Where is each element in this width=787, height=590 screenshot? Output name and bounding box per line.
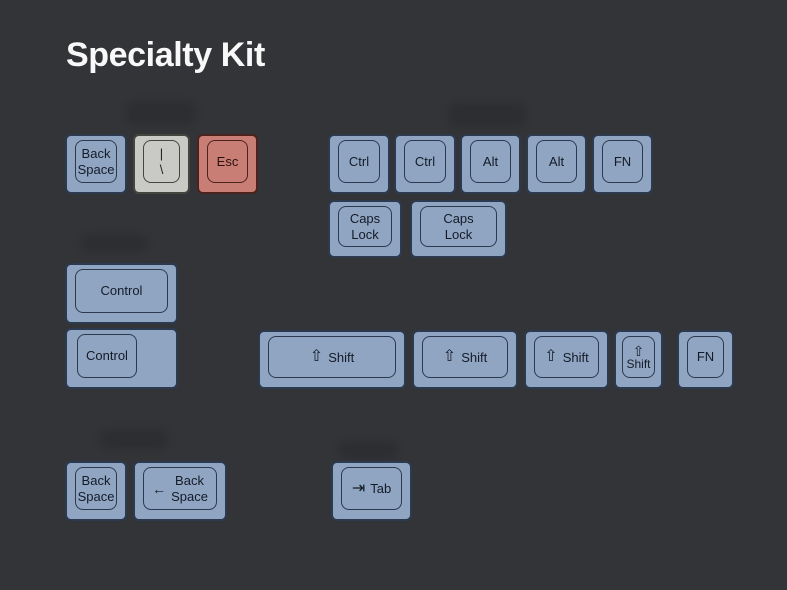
key-control-2-stepped: Control xyxy=(65,328,178,389)
key-alt-2: Alt xyxy=(526,134,587,194)
ghost-label-smudge xyxy=(448,103,526,127)
keycap-top-surface: ⇧Shift xyxy=(534,336,599,378)
ghost-label-smudge xyxy=(126,101,196,125)
keycap-legend-line: Alt xyxy=(482,153,499,169)
keycap-top-surface: Ctrl xyxy=(338,140,380,183)
keycap-legend-line: Space xyxy=(171,488,208,504)
key-shift-2: ⇧Shift xyxy=(412,330,518,389)
key-ctrl-2: Ctrl xyxy=(394,134,456,194)
keycap-legend-line: Ctrl xyxy=(348,153,370,169)
keycap-legend-line: Alt xyxy=(548,153,565,169)
keycap-top-surface: Alt xyxy=(470,140,511,183)
tab-arrow-icon: ⇥ xyxy=(351,479,366,497)
keycap-top-surface: ⇧Shift xyxy=(268,336,396,378)
key-ctrl-1: Ctrl xyxy=(328,134,390,194)
keycap-legend-line: Caps xyxy=(349,211,381,226)
shift-up-icon: ⇧ xyxy=(632,342,645,359)
keycap-top-surface: |\ xyxy=(143,140,180,183)
keycap-top-surface: ⇧Shift xyxy=(622,336,655,378)
key-alt-1: Alt xyxy=(460,134,521,194)
key-control-1: Control xyxy=(65,263,178,324)
shift-up-icon: ⇧ xyxy=(309,348,324,365)
keycap-top-surface: FN xyxy=(687,336,724,378)
keycap-legend-line: Lock xyxy=(444,226,473,242)
keycap-legend-line: Space xyxy=(77,161,115,177)
keycap-legend-line: Control xyxy=(100,283,143,299)
keycap-legend-line: Caps xyxy=(443,211,474,226)
keycap-top-surface: Esc xyxy=(207,140,248,183)
keycap-legend-line: Back xyxy=(81,146,111,161)
shift-up-icon: ⇧ xyxy=(442,348,457,365)
key-fn-2: FN xyxy=(677,330,734,389)
key-fn-1: FN xyxy=(592,134,653,194)
keycap-top-surface: FN xyxy=(602,140,643,183)
keycap-legend-text: Shift xyxy=(562,349,589,365)
keycap-legend-line: FN xyxy=(613,153,632,169)
keycap-legend-line: Back xyxy=(81,473,111,488)
key-shift-4-stacked: ⇧Shift xyxy=(614,330,663,389)
ghost-label-smudge xyxy=(100,429,168,449)
keycap-top-surface: Control xyxy=(77,334,137,378)
key-esc: Esc xyxy=(197,134,258,194)
keycap-legend-text: Shift xyxy=(328,349,355,365)
keycap-top-surface: Ctrl xyxy=(404,140,446,183)
key-shift-1: ⇧Shift xyxy=(258,330,406,389)
keycap-top-surface: Alt xyxy=(536,140,577,183)
key-tab: ⇥ Tab xyxy=(331,461,412,521)
keycap-legend-text: Tab xyxy=(370,481,392,496)
keycap-legend-line: Control xyxy=(86,348,128,364)
left-arrow-icon: ← xyxy=(152,480,167,497)
keycap-legend-text: Shift xyxy=(626,356,651,371)
page-title: Specialty Kit xyxy=(66,36,265,74)
ghost-label-smudge xyxy=(80,234,148,252)
keycap-legend-line: Lock xyxy=(351,226,379,242)
keycap-legend-line: FN xyxy=(696,349,715,365)
key-pipe-backslash: |\ xyxy=(133,134,190,194)
key-shift-3: ⇧Shift xyxy=(524,330,609,389)
keycap-top-surface: Control xyxy=(75,269,168,313)
keycap-legend-line: \ xyxy=(159,161,164,177)
keycap-top-surface: ⇧Shift xyxy=(422,336,508,378)
ghost-label-smudge xyxy=(338,441,398,459)
keycap-legend-line: Ctrl xyxy=(414,153,436,169)
keycap-legend-line: Space xyxy=(77,488,115,504)
keycap-legend-line: Back xyxy=(175,473,204,488)
keycap-top-surface: ⇥ Tab xyxy=(341,467,402,510)
shift-up-icon: ⇧ xyxy=(544,348,558,365)
keycap-legend-line: | xyxy=(159,146,164,161)
keycap-legend-text: Shift xyxy=(461,349,488,365)
keycap-legend-line: Esc xyxy=(216,153,239,169)
